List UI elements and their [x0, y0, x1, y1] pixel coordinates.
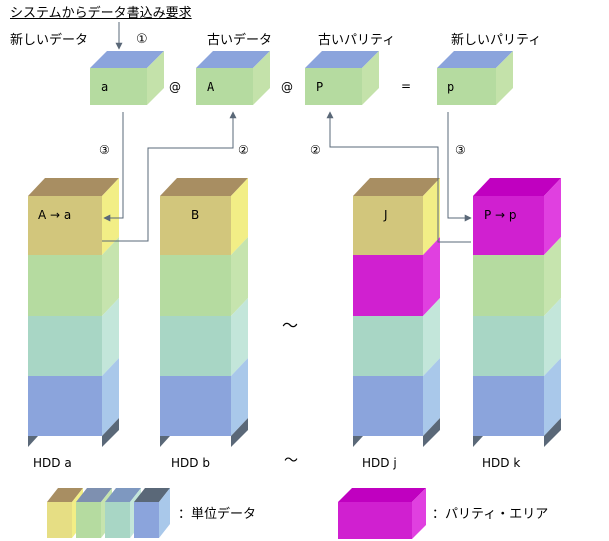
caption-new-parity: 新しいパリティ: [451, 33, 542, 48]
legend-parity-swatch: [338, 488, 426, 539]
hdd-j-label: HDD j: [362, 456, 397, 470]
hdd-a-label: HDD a: [33, 456, 72, 470]
xor-operator-2: @: [281, 80, 293, 94]
hdd-b-label: HDD b: [171, 456, 210, 470]
block-letter-P: P: [316, 80, 324, 94]
caption-old-parity: 古いパリティ: [318, 33, 396, 48]
legend-parity-label: ：パリティ・エリア: [432, 507, 549, 522]
hdd-b-top-text: B: [191, 208, 200, 222]
legend-unit-data-label: ：単位データ: [178, 507, 257, 522]
tilde-labels: 〜: [284, 453, 298, 469]
caption-new-data: 新しいデータ: [10, 33, 89, 48]
arrow-write-new-parity: [447, 112, 472, 222]
block-letter-p: p: [447, 80, 455, 94]
block-new-data: [90, 51, 164, 105]
block-letter-a: a: [101, 80, 109, 94]
caption-old-data: 古いデータ: [207, 33, 273, 48]
hdd-a-top-text: A → a: [38, 208, 72, 222]
block-old-parity: [305, 51, 379, 105]
step-3-left: ③: [99, 143, 110, 157]
step-1-marker: ①: [136, 32, 148, 47]
legend-unit-data-swatch: [47, 488, 170, 538]
hdd-k-stack: [473, 178, 561, 447]
hdd-j-top-text: J: [384, 208, 388, 222]
step-2-hdd-j: ②: [310, 143, 321, 157]
hdd-a-stack: [28, 178, 119, 447]
block-old-data: [196, 51, 270, 105]
xor-operator-1: @: [169, 80, 181, 94]
tilde-middle: 〜: [282, 316, 299, 335]
hdd-j-stack: [353, 178, 440, 447]
equals-operator: =: [401, 79, 412, 93]
hdd-k-top-text: P → p: [484, 208, 517, 222]
write-request-text: システムからデータ書込み要求: [10, 6, 192, 21]
arrow-write-new-data: [103, 112, 124, 222]
step-3-right: ③: [455, 143, 466, 157]
hdd-b-stack: [160, 178, 248, 447]
hdd-k-label: HDD k: [482, 456, 521, 470]
arrow-read-old-data: [102, 111, 237, 242]
block-new-parity: [437, 51, 513, 105]
step-2-hdd-b: ②: [238, 143, 249, 157]
block-letter-A: A: [207, 80, 215, 94]
arrow-read-old-parity: [326, 111, 471, 243]
